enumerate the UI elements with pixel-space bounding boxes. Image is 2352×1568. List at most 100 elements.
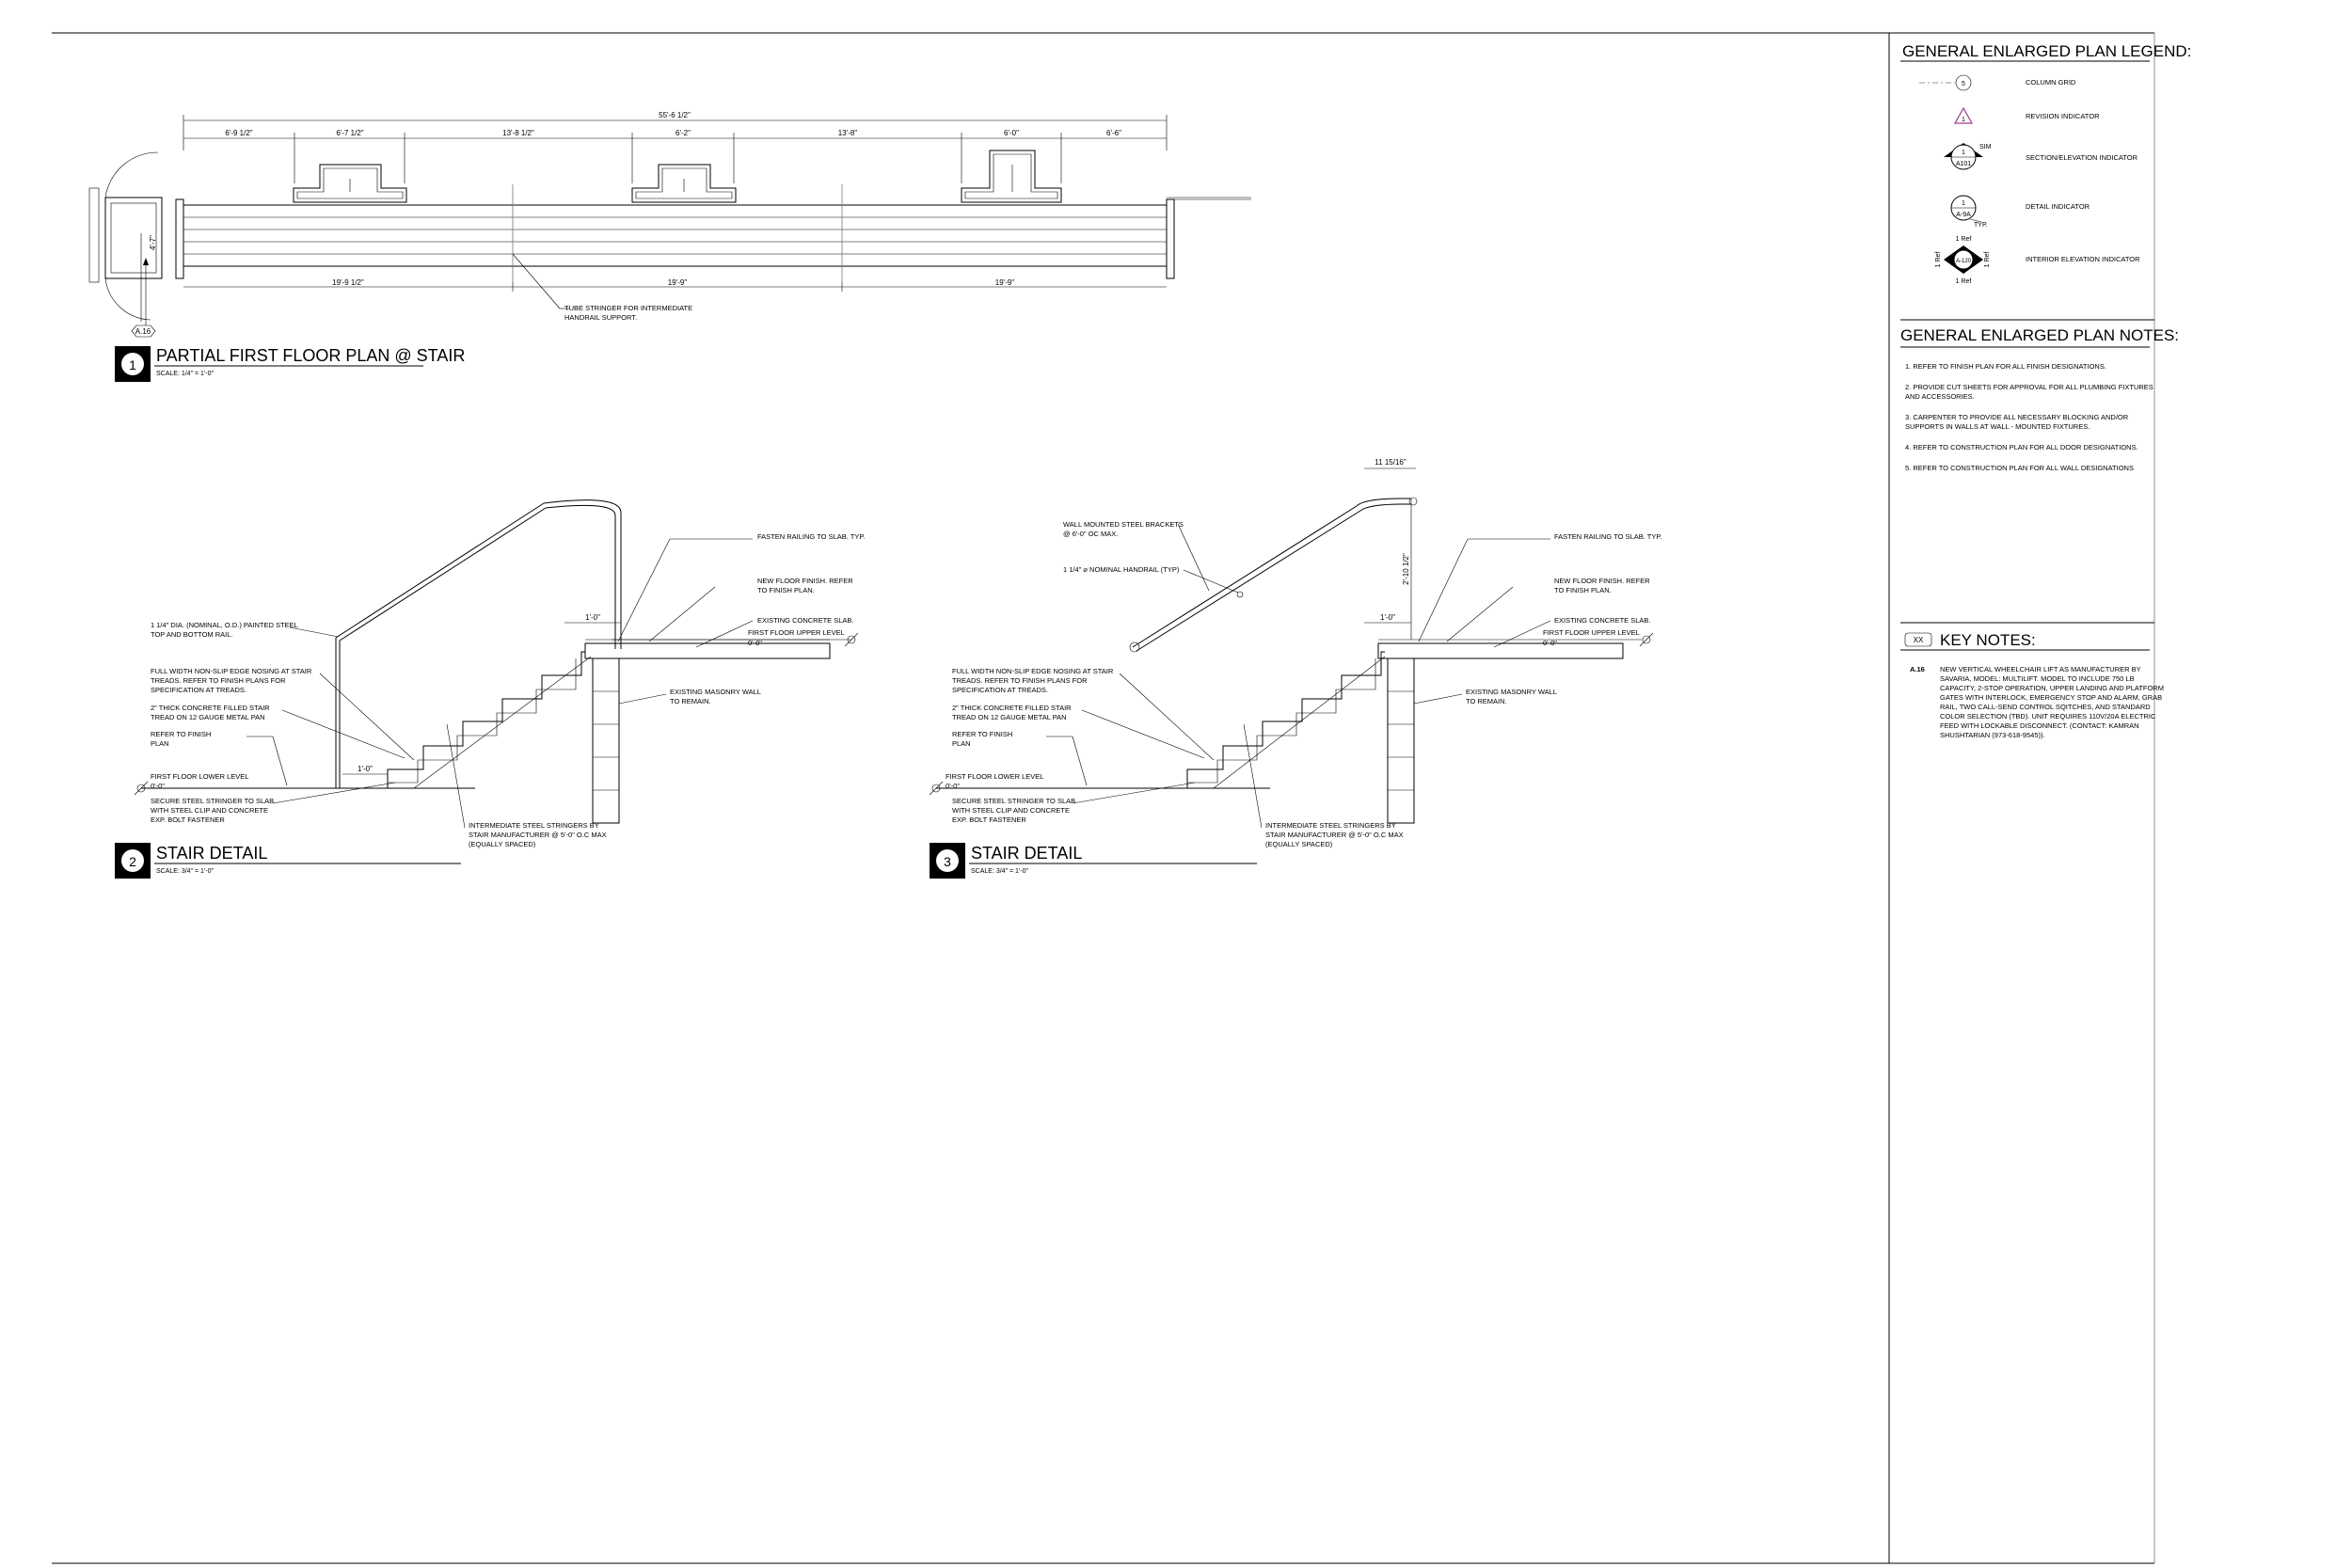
interior-elevation-icon: A-120 1 Ref 1 Ref 1 Ref 1 Ref bbox=[1935, 236, 1991, 285]
drawing-title: STAIR DETAIL bbox=[971, 844, 1082, 863]
note-secure-line3: EXP. BOLT FASTENER bbox=[151, 816, 225, 824]
general-note-4: 4. REFER TO CONSTRUCTION PLAN FOR ALL DO… bbox=[1905, 443, 2138, 451]
section-sheet: A101 bbox=[1956, 161, 1971, 167]
stair-detail-3: FIRST FLOOR LOWER LEVEL 0'-0" FIRST FLOO… bbox=[929, 458, 1662, 879]
drawing-number: 1 bbox=[129, 357, 136, 372]
key-note-line: COLOR SELECTION (TBD). UNIT REQUIRES 110… bbox=[1940, 712, 2156, 721]
key-note-line: SHUSHTARIAN (973-618-9545)). bbox=[1940, 731, 2045, 739]
interior-ref-top: 1 Ref bbox=[1956, 236, 1972, 243]
note-tread-line1: 2" THICK CONCRETE FILLED STAIR bbox=[952, 704, 1072, 712]
note-new-floor-line1: NEW FLOOR FINISH. REFER bbox=[757, 577, 853, 585]
note-finish-line2: PLAN bbox=[151, 739, 169, 748]
legend-label-detail: DETAIL INDICATOR bbox=[2026, 202, 2090, 211]
note-secure-line3: EXP. BOLT FASTENER bbox=[952, 816, 1026, 824]
overall-dimension: 55'-6 1/2" bbox=[659, 111, 691, 119]
section-extra: SIM bbox=[1979, 144, 1992, 150]
top-dimension-1: 6'-9 1/2" bbox=[225, 129, 252, 137]
note-masonry-line1: EXISTING MASONRY WALL bbox=[1466, 688, 1557, 696]
top-dimension-6: 6'-0" bbox=[1004, 129, 1019, 137]
top-dimension-2: 6'-7 1/2" bbox=[336, 129, 363, 137]
note-stringer-line3: (EQUALLY SPACED) bbox=[469, 840, 536, 848]
note-stringer-line1: INTERMEDIATE STEEL STRINGERS BY bbox=[469, 821, 599, 830]
note-masonry-line2: TO REMAIN. bbox=[1466, 697, 1507, 705]
concrete-slab bbox=[1377, 642, 1624, 659]
drawing-scale: SCALE: 1/4" = 1'-0" bbox=[156, 371, 214, 377]
bottom-dimension-2: 19'-9" bbox=[668, 278, 688, 287]
key-note-line: GATES WITH INTERLOCK, EMERGENCY STOP AND… bbox=[1940, 693, 2162, 702]
lower-level-label: FIRST FLOOR LOWER LEVEL bbox=[946, 772, 1043, 781]
sheet-frame bbox=[52, 32, 2155, 1564]
legend-title: GENERAL ENLARGED PLAN LEGEND: bbox=[1902, 42, 2191, 60]
note-fasten: FASTEN RAILING TO SLAB. TYP. bbox=[1554, 532, 1662, 541]
note-existing-slab: EXISTING CONCRETE SLAB. bbox=[1554, 616, 1651, 625]
key-notes-title: KEY NOTES: bbox=[1940, 631, 2036, 649]
detail-indicator-icon: 1 A-9A TYP. bbox=[1950, 195, 1988, 229]
level-marker-icon bbox=[929, 781, 944, 796]
upper-level-label: FIRST FLOOR UPPER LEVEL bbox=[748, 628, 845, 637]
stair-steps bbox=[1186, 651, 1386, 789]
upper-level-label: FIRST FLOOR UPPER LEVEL bbox=[1543, 628, 1640, 637]
level-marker-icon bbox=[844, 632, 859, 647]
lower-level-label: FIRST FLOOR LOWER LEVEL bbox=[151, 772, 248, 781]
note-nosing-line2: TREADS. REFER TO FINISH PLANS FOR bbox=[151, 676, 286, 685]
key-note-line: NEW VERTICAL WHEELCHAIR LIFT AS MANUFACT… bbox=[1940, 665, 2141, 673]
stair-plan-lines bbox=[183, 197, 1251, 267]
note-nosing-line3: SPECIFICATION AT TREADS. bbox=[151, 686, 246, 694]
general-note-3-line2: SUPPORTS IN WALLS AT WALL - MOUNTED FIXT… bbox=[1905, 422, 2090, 431]
legend-panel: GENERAL ENLARGED PLAN LEGEND: 5 COLUMN G… bbox=[1900, 42, 2191, 321]
stair-detail-2: FIRST FLOOR LOWER LEVEL 0'-0" FIRST FLOO… bbox=[115, 499, 866, 879]
key-note-id: A.16 bbox=[1910, 665, 1925, 673]
note-secure-line1: SECURE STEEL STRINGER TO SLAB bbox=[952, 797, 1075, 805]
top-dimension-3: 13'-8 1/2" bbox=[502, 129, 534, 137]
general-note-2-line1: 2. PROVIDE CUT SHEETS FOR APPROVAL FOR A… bbox=[1905, 383, 2153, 391]
key-note-tag: XX bbox=[1914, 636, 1924, 644]
stringer-note-line1: TUBE STRINGER FOR INTERMEDIATE bbox=[564, 304, 692, 312]
note-stringer-line2: STAIR MANUFACTURER @ 5'-0" O.C MAX bbox=[1265, 831, 1404, 839]
key-notes-panel: XX KEY NOTES: A.16 NEW VERTICAL WHEELCHA… bbox=[1900, 622, 2164, 739]
bottom-dimension-3: 19'-9" bbox=[995, 278, 1015, 287]
end-post bbox=[175, 198, 184, 279]
note-stringer-line2: STAIR MANUFACTURER @ 5'-0" O.C MAX bbox=[469, 831, 607, 839]
note-brackets-line2: @ 6'-0" OC MAX. bbox=[1063, 530, 1118, 538]
revision-tag: 1 bbox=[1962, 117, 1965, 123]
upper-level-elevation: 0'-0" bbox=[1543, 639, 1557, 647]
top-dimension-7: 6'-6" bbox=[1106, 129, 1121, 137]
stringer-note-line2: HANDRAIL SUPPORT. bbox=[564, 313, 637, 322]
note-nosing-line2: TREADS. REFER TO FINISH PLANS FOR bbox=[952, 676, 1088, 685]
legend-label-column-grid: COLUMN GRID bbox=[2026, 78, 2076, 87]
note-masonry-line1: EXISTING MASONRY WALL bbox=[670, 688, 761, 696]
key-tag-label: A.16 bbox=[135, 327, 151, 336]
drawing-title: STAIR DETAIL bbox=[156, 844, 267, 863]
drawing-number: 3 bbox=[944, 854, 951, 869]
floor-plan-drawing: 55'-6 1/2" 6'-9 1/2" 6'-7 1/2" 13'-8 1/2… bbox=[88, 111, 1251, 382]
legend-label-interior: INTERIOR ELEVATION INDICATOR bbox=[2026, 255, 2140, 263]
note-tread-line1: 2" THICK CONCRETE FILLED STAIR bbox=[151, 704, 270, 712]
level-marker-icon bbox=[134, 781, 149, 796]
drawing-number: 2 bbox=[129, 854, 136, 869]
key-note-line: SAVARIA, MODEL: MULTILIFT. MODEL TO INCL… bbox=[1940, 674, 2135, 683]
note-rail-line2: TOP AND BOTTOM RAIL. bbox=[151, 630, 233, 639]
top-dimension-5: 13'-8" bbox=[838, 129, 858, 137]
general-note-1: 1. REFER TO FINISH PLAN FOR ALL FINISH D… bbox=[1905, 362, 2106, 371]
lower-level-elevation: 0'-0" bbox=[946, 782, 960, 790]
section-tag: 1 bbox=[1962, 150, 1965, 156]
interior-ref-right: 1 Ref bbox=[1984, 252, 1991, 268]
detail-tag: 1 bbox=[1962, 200, 1965, 207]
interior-ref-left: 1 Ref bbox=[1935, 252, 1942, 268]
dimension-top: 11 15/16" bbox=[1375, 458, 1406, 467]
note-secure-line1: SECURE STEEL STRINGER TO SLAB bbox=[151, 797, 274, 805]
note-masonry-line2: TO REMAIN. bbox=[670, 697, 711, 705]
note-tread-line2: TREAD ON 12 GAUGE METAL PAN bbox=[151, 713, 265, 721]
note-handrail: 1 1/4" ⌀ NOMINAL HANDRAIL (TYP) bbox=[1063, 565, 1180, 574]
bottom-dimension-1: 19'-9 1/2" bbox=[332, 278, 364, 287]
note-new-floor-line1: NEW FLOOR FINISH. REFER bbox=[1554, 577, 1650, 585]
detail-extra: TYP. bbox=[1974, 222, 1988, 229]
note-nosing-line1: FULL WIDTH NON-SLIP EDGE NOSING AT STAIR bbox=[952, 667, 1114, 675]
wheelchair-lift bbox=[88, 151, 163, 322]
key-tag-hexagon bbox=[131, 325, 156, 338]
note-stringer-line3: (EQUALLY SPACED) bbox=[1265, 840, 1333, 848]
general-note-2-line2: AND ACCESSORIES. bbox=[1905, 392, 1975, 401]
note-nosing-line3: SPECIFICATION AT TREADS. bbox=[952, 686, 1048, 694]
masonry-wall bbox=[592, 657, 620, 824]
interior-ref-bottom: 1 Ref bbox=[1956, 278, 1972, 285]
